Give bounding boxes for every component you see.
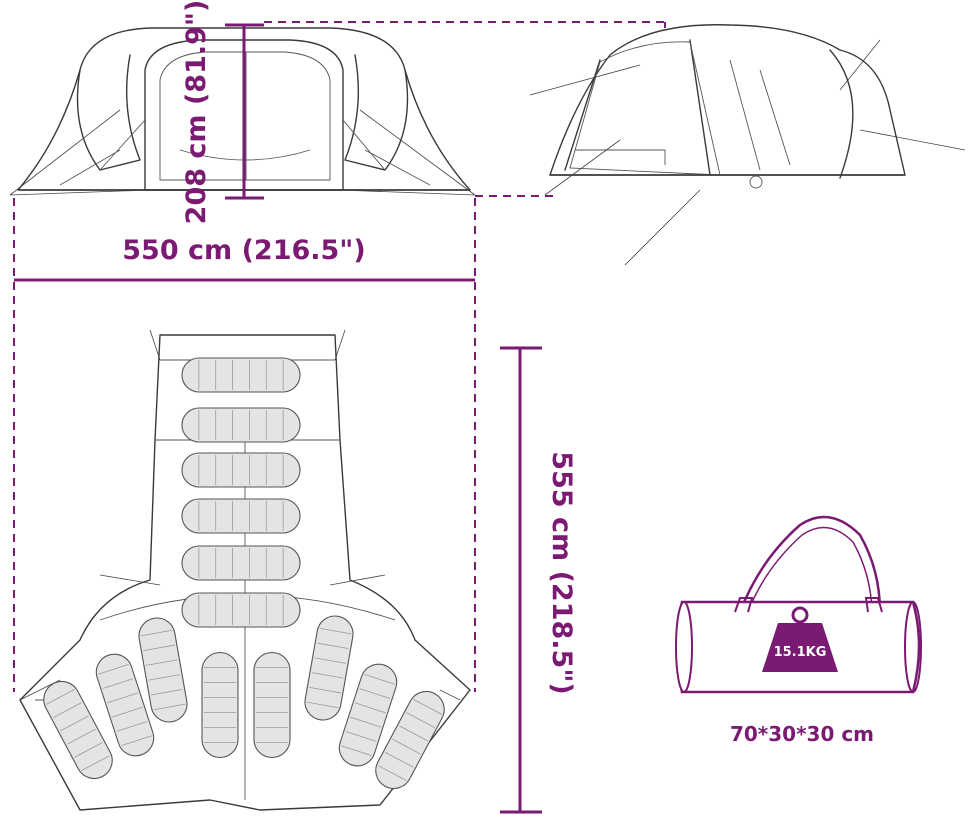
sleeping-bag — [201, 651, 239, 759]
depth-label: 555 cm (218.5") — [546, 451, 577, 694]
height-label: 208 cm (81.9") — [181, 0, 212, 224]
sleeping-bag — [95, 653, 155, 757]
sleeping-bag — [181, 407, 301, 443]
sleeping-bag — [253, 651, 291, 759]
width-label: 550 cm (216.5") — [122, 235, 365, 266]
sleeping-bag — [181, 452, 301, 488]
sleeping-bag — [181, 545, 301, 581]
sleeping-bag — [304, 615, 354, 721]
sleeping-bag — [181, 498, 301, 534]
bag-size-label: 70*30*30 cm — [730, 722, 874, 746]
width-dimension — [13, 198, 476, 692]
bag-weight-label: 15.1KG — [774, 645, 827, 660]
weight-icon — [762, 606, 838, 672]
sleeping-bag — [43, 680, 113, 780]
sleeping-bag — [338, 663, 398, 767]
sleeping-bag — [138, 617, 188, 723]
tent-side-view — [529, 24, 966, 266]
depth-dimension — [500, 346, 542, 814]
sleeping-bag-group — [43, 357, 445, 790]
height-dimension — [225, 21, 666, 200]
sleeping-bag — [181, 357, 301, 393]
sleeping-bag — [181, 592, 301, 628]
sleeping-bag — [375, 690, 445, 790]
